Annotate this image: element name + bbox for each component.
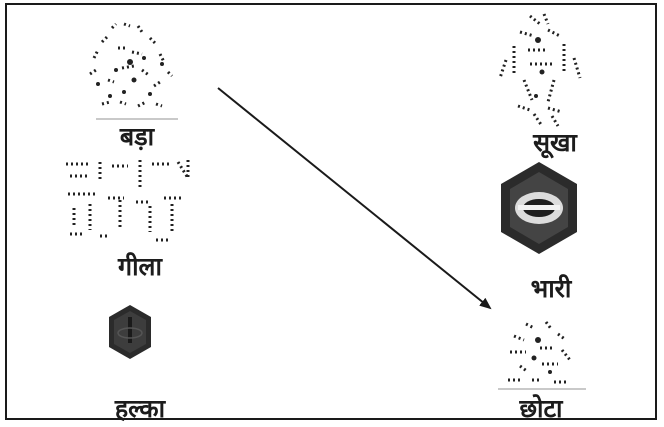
wet-sketch-picture[interactable]	[60, 154, 210, 250]
small-sketch-picture[interactable]	[496, 318, 586, 390]
big-sketch-underline	[96, 118, 178, 120]
dry-sketch-picture[interactable]	[484, 10, 594, 130]
word-chhota: छोटा	[519, 394, 563, 423]
word-bhari: भारी	[530, 274, 572, 303]
large-nut-picture[interactable]	[498, 160, 580, 256]
word-bada: बड़ा	[119, 122, 155, 151]
big-sketch-picture[interactable]	[72, 18, 192, 118]
word-sookha: सूखा	[533, 128, 577, 157]
word-geela: गीला	[118, 252, 162, 281]
small-nut-picture[interactable]	[106, 303, 154, 361]
small-sketch-underline	[498, 388, 586, 390]
word-halka: हल्का	[114, 394, 166, 423]
